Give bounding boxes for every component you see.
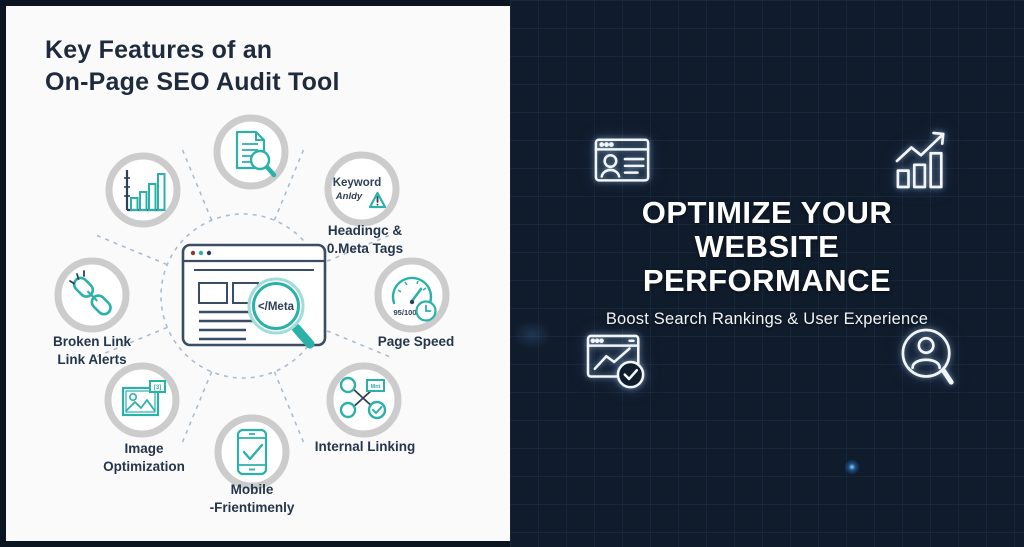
document-search-icon	[235, 130, 277, 178]
mobile-phone-icon	[236, 428, 268, 476]
browser-dot-teal	[198, 250, 204, 256]
profile-browser-icon	[594, 132, 652, 190]
label-mobile-friendliness: Mobile -Frientimenly	[209, 482, 295, 516]
optimize-performance-panel: OPTIMIZE YOUR WEBSITE PERFORMANCE Boost …	[510, 0, 1024, 547]
hub-dashed-spokes	[94, 147, 392, 445]
growth-chart-icon	[895, 130, 949, 190]
feature-mobile-friendliness	[214, 414, 290, 490]
right-headline-line1: OPTIMIZE YOUR	[641, 195, 893, 230]
feature-internal-linking: Mnt	[326, 362, 402, 438]
meta-magnifier-text: </Meta	[258, 301, 295, 313]
glow-dot	[844, 459, 860, 475]
link-tag-text: Mnt	[371, 384, 381, 390]
page-title: Key Features of an On-Page SEO Audit Too…	[45, 34, 340, 98]
warning-triangle-icon	[368, 191, 387, 209]
page-title-line2: On-Page SEO Audit Tool	[45, 68, 340, 96]
feature-page-speed: 95/100	[374, 257, 450, 333]
label-internal-linking: Internal Linking	[314, 439, 416, 454]
label-headings-meta-tags: Headingc & 0.Meta Tags	[326, 223, 404, 257]
bar-chart-icon	[124, 170, 166, 212]
broken-chain-icon	[69, 270, 112, 316]
feature-keyword-analysis: Keyword Anldy	[324, 151, 400, 227]
seo-features-panel: Key Features of an On-Page SEO Audit Too…	[6, 6, 510, 541]
meta-magnifier-icon: </Meta	[247, 277, 315, 349]
seo-hub-diagram: </Meta	[6, 6, 510, 541]
speedometer-icon: 95/100	[391, 276, 437, 322]
right-headline: OPTIMIZE YOUR WEBSITE PERFORMANCE	[510, 196, 1024, 297]
feature-broken-link	[54, 257, 130, 333]
right-subheadline: Boost Search Rankings & User Experience	[605, 310, 929, 328]
image-tag-text: [3]	[154, 385, 161, 391]
page-title-line1: Key Features of an	[45, 36, 273, 64]
right-headline-line2: WEBSITE	[694, 228, 840, 264]
seo-diagram-svg: </Meta	[54, 114, 450, 490]
right-headline-line3: PERFORMANCE	[642, 262, 892, 298]
label-broken-link-alerts: Broken Link Link Alerts	[52, 334, 132, 368]
link-network-icon: Mnt	[339, 376, 387, 420]
speed-score-text: 95/100	[394, 308, 417, 317]
label-image-optimization: Image Optimization	[103, 441, 185, 475]
central-browser-illustration: </Meta	[181, 243, 327, 349]
feature-rankings-chart	[105, 152, 181, 228]
browser-dot-navy	[206, 250, 212, 256]
keyword-circle-text1: Keyword	[333, 177, 382, 189]
image-icon: [3]	[121, 380, 166, 417]
browser-dot-red	[190, 250, 196, 256]
feature-image-optimization: [3]	[104, 362, 180, 438]
label-page-speed: Page Speed	[377, 334, 455, 349]
feature-content-audit	[213, 114, 289, 190]
user-search-icon	[900, 327, 958, 393]
analytics-check-icon	[586, 334, 648, 392]
keyword-circle-text2: Anldy	[335, 191, 363, 202]
